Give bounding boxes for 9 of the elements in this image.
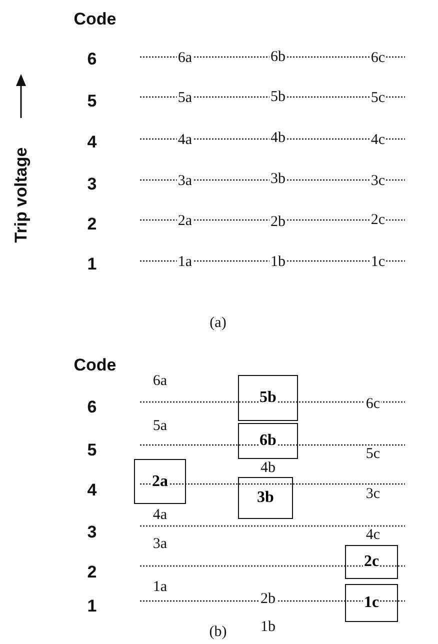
- axis-title: Trip voltage: [12, 146, 32, 244]
- highlight-box: [238, 477, 293, 519]
- highlight-box: [238, 375, 298, 421]
- highlight-box: [238, 423, 298, 459]
- highlight-box: [134, 459, 186, 504]
- panel-caption: (b): [208, 624, 228, 640]
- panel-caption: (a): [208, 314, 228, 332]
- highlight-box: [345, 584, 398, 622]
- highlight-box: [345, 545, 398, 579]
